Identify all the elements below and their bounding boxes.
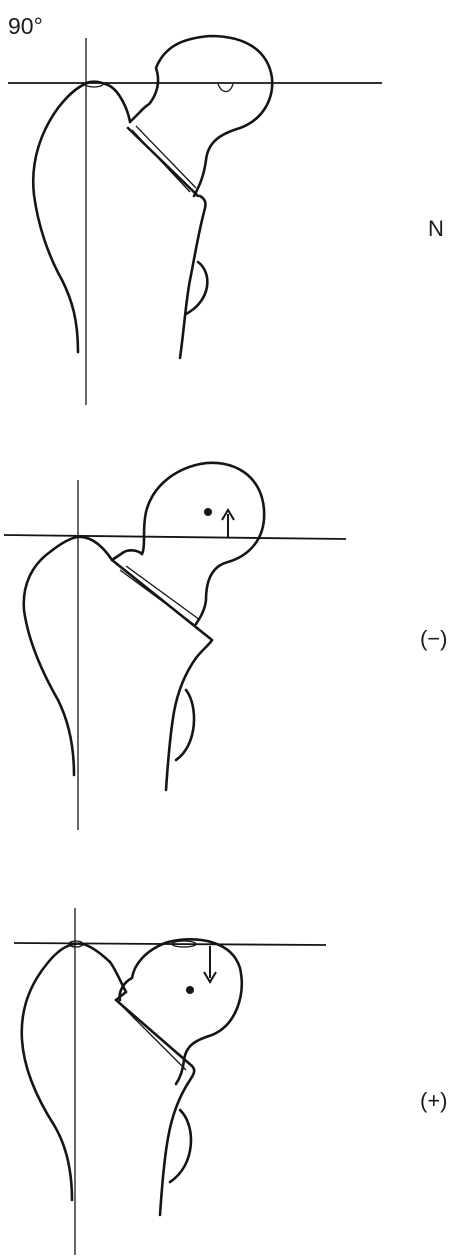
cartilage-cap [84,80,104,88]
panel-negative [3,461,347,830]
femoral-head-outline [114,990,128,1002]
growth-plate [121,1005,187,1071]
cartilage-cap [171,940,197,948]
lesser-trochanter [184,260,209,316]
femoral-neck-outline [126,34,274,198]
panel-label-negative: (−) [420,626,448,651]
arrow-down-head [203,971,217,984]
femur-shaft-outline [31,80,207,360]
panel-positive [13,908,327,1255]
lesser-trochanter [168,1108,193,1184]
panel-label-positive: (+) [420,1088,448,1113]
head-center-dot [204,508,212,516]
arrow-up-head [221,508,235,521]
head-notch [217,83,234,93]
femoral-head-outline [128,101,152,124]
panel-normal [8,34,382,405]
growth-plate [119,565,201,627]
head-center-dot [186,986,194,994]
femoral-neck-outline [110,461,266,642]
femoral-neck-outline [108,938,243,1086]
lesser-trochanter [174,688,196,762]
femur-shaft-outline [20,942,196,1217]
panel-label-normal: N [428,216,444,241]
horizontal-reference-line [3,534,347,540]
growth-plate [131,125,197,193]
angle-label: 90° [8,13,43,39]
cartilage-cap-left [68,940,84,948]
femoral-head-outline [110,549,144,562]
femur-shaft-outline [22,535,214,792]
horizontal-reference-line [13,942,327,946]
